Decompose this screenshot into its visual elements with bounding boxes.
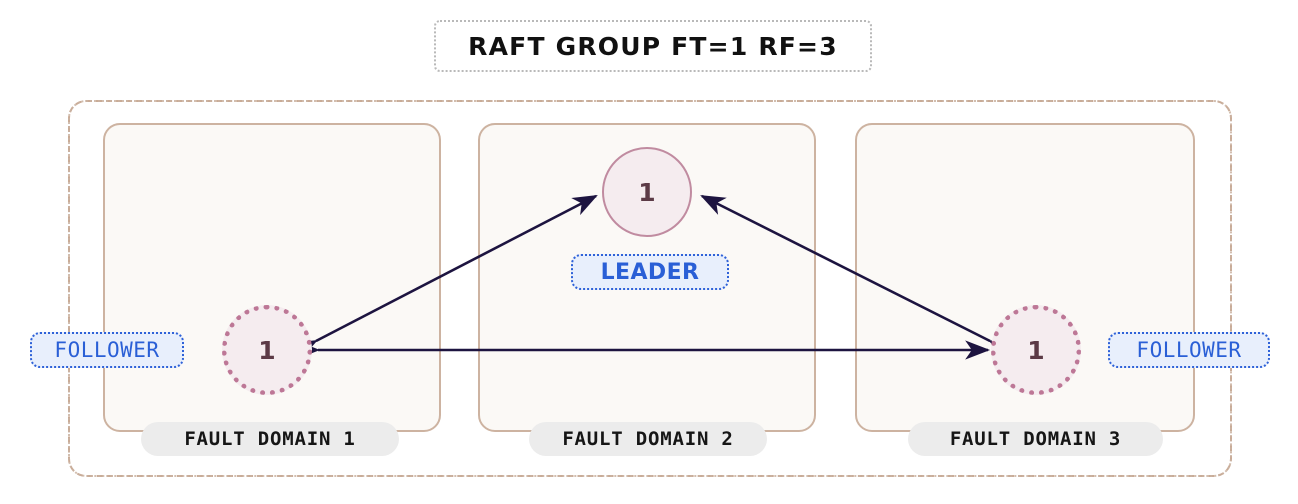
role-badge-follower-right: FOLLOWER [1108, 332, 1270, 368]
node-follower-left-value: 1 [258, 335, 276, 365]
fault-domain-2-label-text: FAULT DOMAIN 2 [562, 428, 734, 450]
role-badge-follower-left: FOLLOWER [30, 332, 184, 368]
node-leader[interactable]: 1 [602, 147, 692, 237]
fault-domain-1-label-text: FAULT DOMAIN 1 [184, 428, 356, 450]
raft-group-container [68, 100, 1232, 477]
role-badge-follower-right-label: FOLLOWER [1136, 338, 1242, 362]
fault-domain-2-label: FAULT DOMAIN 2 [529, 422, 767, 456]
node-follower-right[interactable]: 1 [991, 305, 1081, 395]
page-title: RAFT GROUP FT=1 RF=3 [468, 31, 838, 61]
diagram-title-box: RAFT GROUP FT=1 RF=3 [434, 20, 872, 72]
node-follower-right-value: 1 [1027, 335, 1045, 365]
node-follower-left[interactable]: 1 [222, 305, 312, 395]
role-badge-leader-label: LEADER [600, 259, 700, 285]
node-leader-value: 1 [638, 177, 656, 207]
fault-domain-3-label-text: FAULT DOMAIN 3 [949, 428, 1122, 450]
role-badge-follower-left-label: FOLLOWER [54, 338, 160, 362]
role-badge-leader: LEADER [571, 254, 729, 290]
fault-domain-1-label: FAULT DOMAIN 1 [141, 422, 399, 456]
fault-domain-3-label: FAULT DOMAIN 3 [908, 422, 1163, 456]
